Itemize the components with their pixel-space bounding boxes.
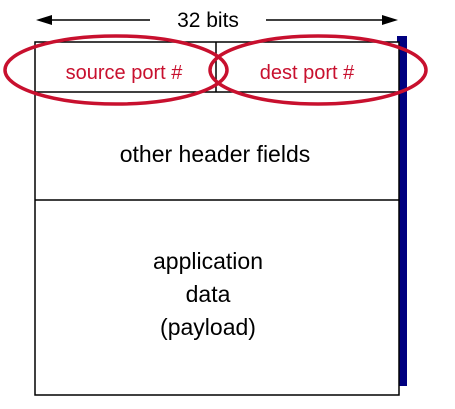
other-header-label: other header fields xyxy=(120,141,311,167)
payload-line-3: (payload) xyxy=(160,314,256,340)
dest-port-label: dest port # xyxy=(260,62,355,84)
width-arrow-right-head xyxy=(382,15,398,25)
width-label: 32 bits xyxy=(177,9,239,32)
source-port-label: source port # xyxy=(66,62,184,84)
dest-port-highlight-ellipse xyxy=(208,34,428,106)
payload-line-1: application xyxy=(153,248,263,274)
width-arrow-left-head xyxy=(36,15,52,25)
payload-line-2: data xyxy=(186,281,231,307)
box-shadow-right xyxy=(397,36,407,386)
source-port-highlight-ellipse xyxy=(3,34,229,106)
width-arrow xyxy=(36,15,398,25)
segment-box xyxy=(34,41,400,396)
